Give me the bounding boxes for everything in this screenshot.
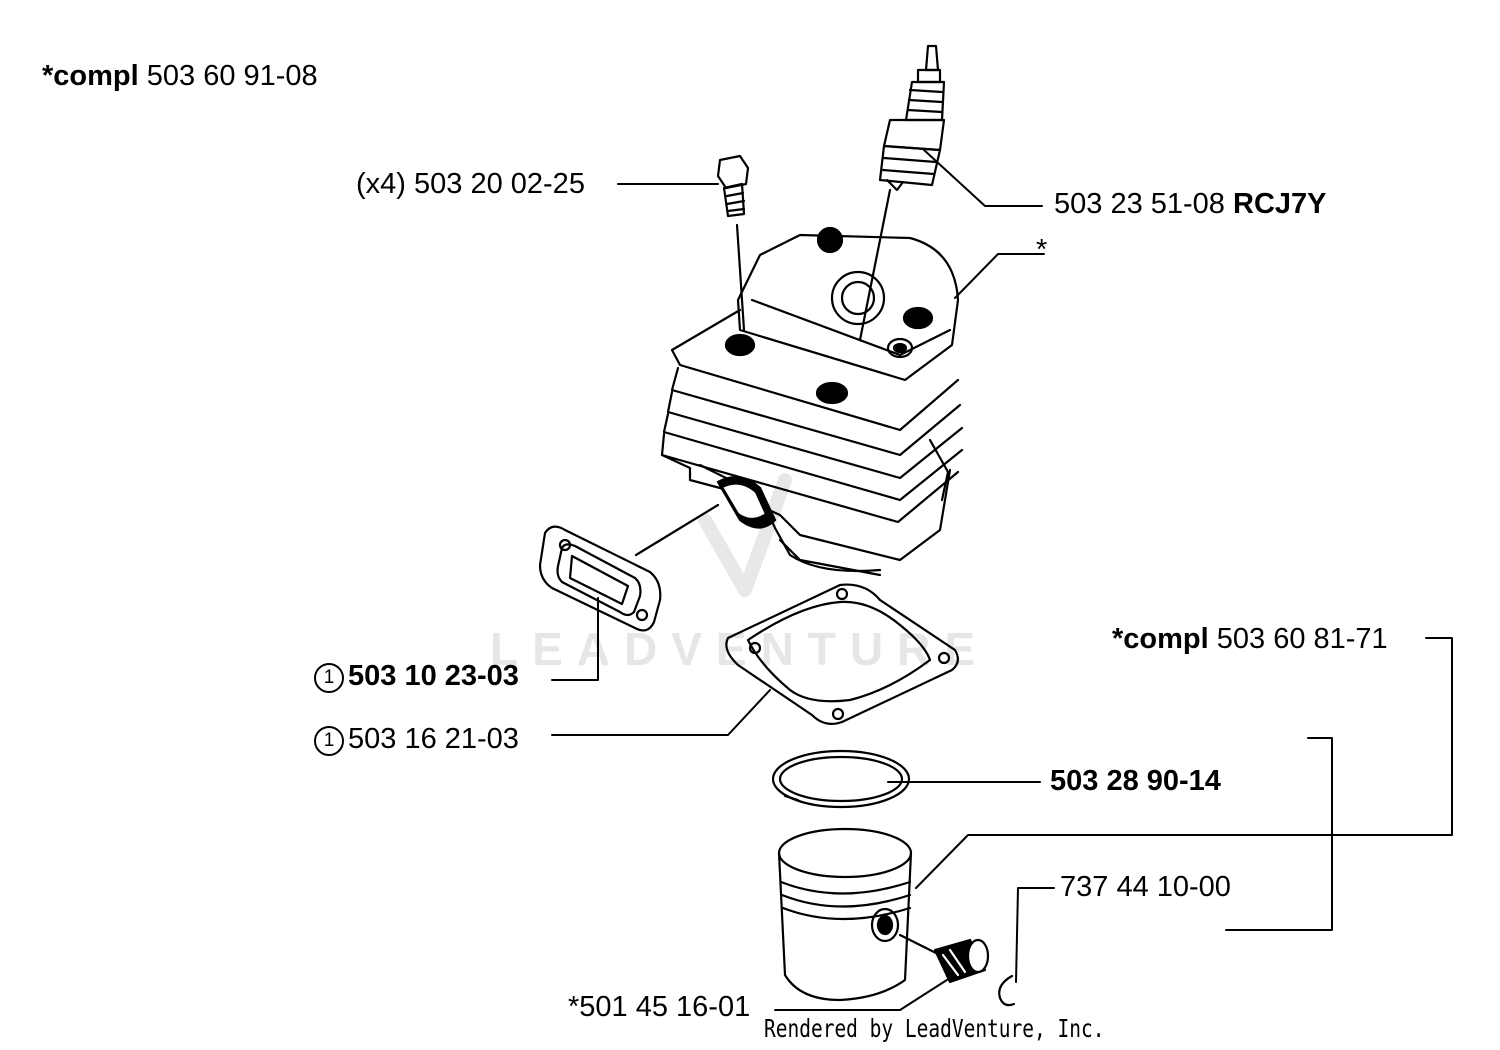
spark-plug-label: 503 23 51-08 RCJ7Y [1054, 190, 1327, 219]
cylinder-asterisk: * [1036, 234, 1048, 266]
circlip-drawing [998, 974, 1016, 1007]
base-gasket-number: 503 16 21-03 [348, 723, 519, 755]
leader-lines [551, 149, 1453, 1011]
watermark: LEADVENTURE [490, 623, 990, 675]
spark-plug-number: 503 23 51-08 [1054, 188, 1225, 220]
piston-kit-prefix: *compl [1112, 623, 1209, 655]
cylinder-drawing [660, 226, 964, 577]
piston-ring-drawing [771, 749, 911, 809]
cylinder-kit-label: *compl 503 60 91-08 [42, 62, 318, 91]
circled-note-icon: 1 [314, 726, 344, 756]
footer-credit: Rendered by LeadVenture, Inc. [764, 1014, 1105, 1043]
base-gasket-drawing [725, 583, 959, 725]
bolt-qty: (x4) [356, 168, 406, 200]
piston-ring-label: 503 28 90-14 [1050, 767, 1221, 796]
bolt-number: 503 20 02-25 [414, 168, 585, 200]
needle-bearing-label: *501 45 16-01 [568, 993, 750, 1022]
needle-bearing-drawing [933, 938, 990, 984]
spark-plug-drawing [858, 44, 946, 342]
exhaust-gasket-number: 503 10 23-03 [348, 660, 519, 692]
circled-note-icon: 1 [314, 663, 344, 693]
piston-ring-number: 503 28 90-14 [1050, 765, 1221, 797]
circlip-label: 737 44 10-00 [1060, 873, 1231, 902]
piston-drawing [777, 827, 942, 1002]
piston-kit-number: 503 60 81-71 [1216, 623, 1388, 655]
needle-bearing-number: *501 45 16-01 [568, 991, 751, 1023]
cylinder-kit-prefix: *compl [42, 60, 139, 92]
bolt-label: (x4) 503 20 02-25 [356, 170, 585, 199]
spark-plug-type: RCJ7Y [1233, 188, 1327, 220]
circlip-number: 737 44 10-00 [1060, 871, 1231, 903]
cylinder-bolt-drawing [716, 154, 750, 332]
exhaust-gasket-drawing [538, 503, 720, 632]
piston-kit-label: *compl 503 60 81-71 [1112, 625, 1388, 654]
cylinder-kit-number: 503 60 91-08 [146, 60, 318, 92]
